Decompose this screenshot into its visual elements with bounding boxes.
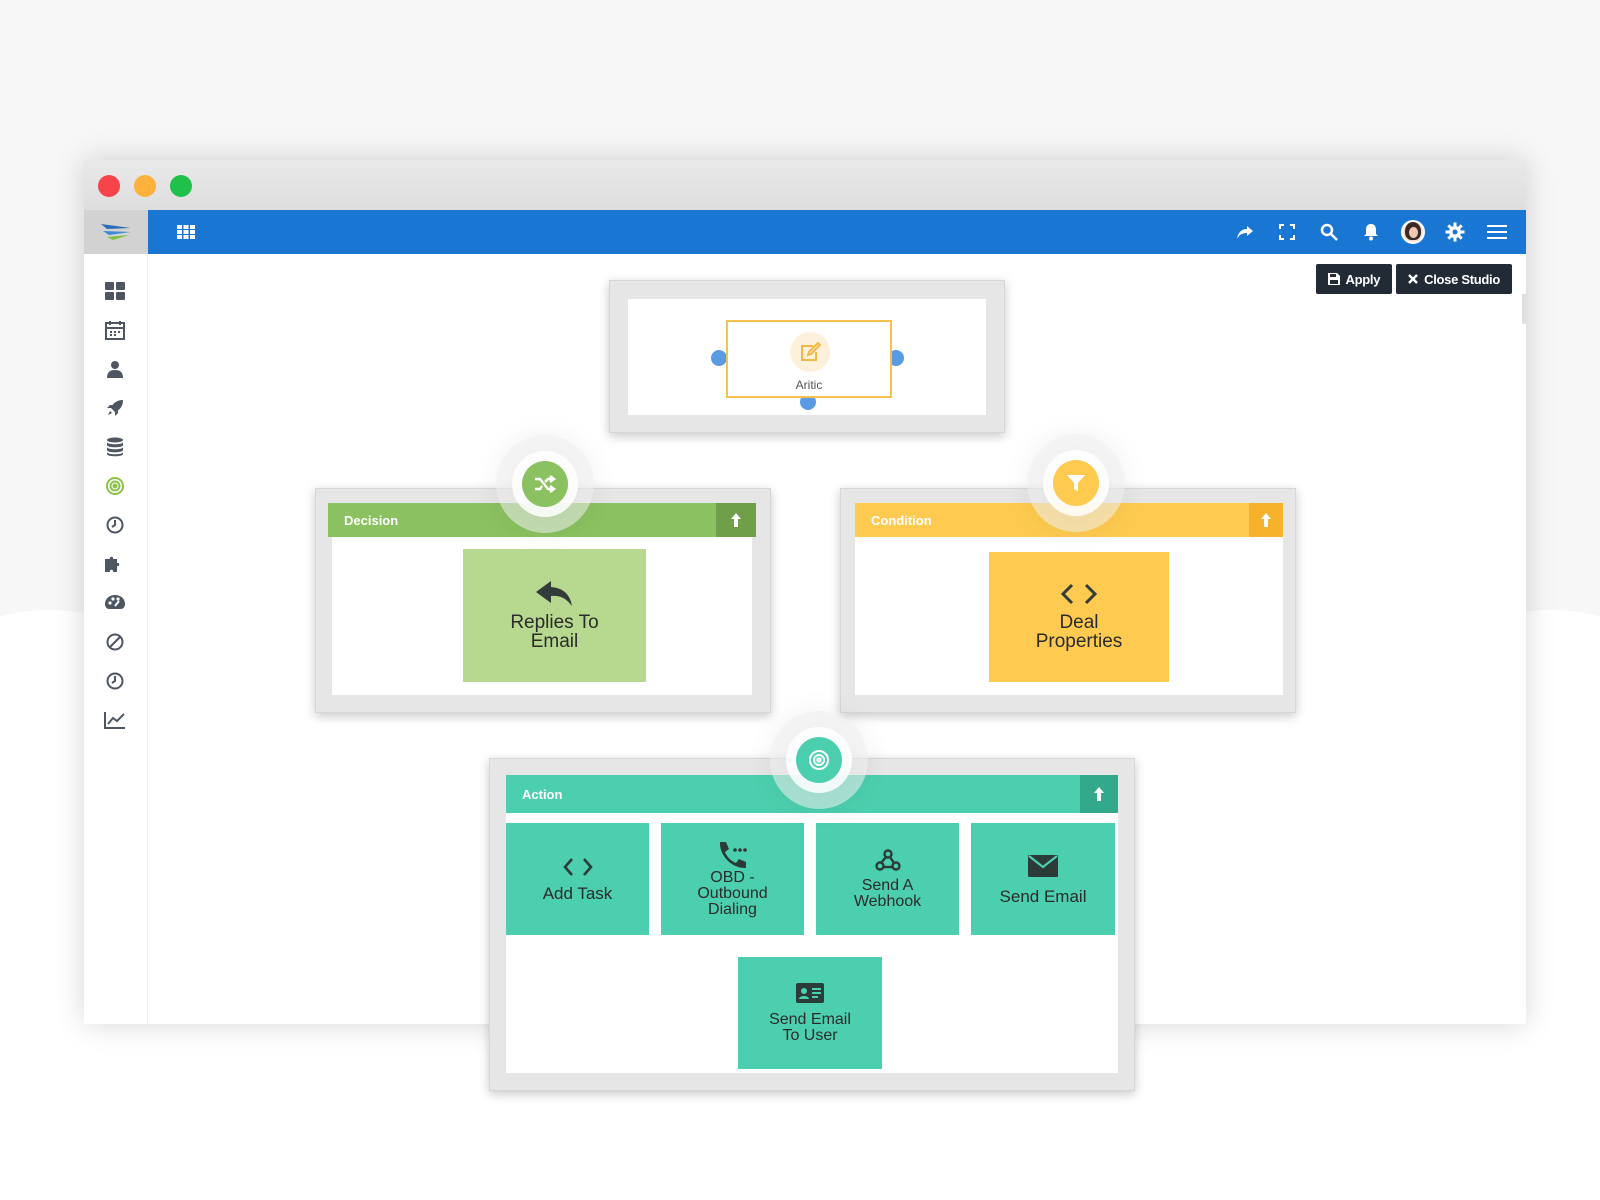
condition-panel: Condition Deal Properties bbox=[840, 488, 1296, 713]
collapse-up-icon bbox=[1094, 787, 1104, 801]
title-bar bbox=[84, 160, 1526, 210]
logo-icon bbox=[101, 224, 131, 240]
decision-collapse-button[interactable] bbox=[716, 503, 756, 537]
action-tile-send-email-to-user[interactable]: Send Email To User bbox=[738, 957, 882, 1069]
dashboard-icon[interactable] bbox=[102, 278, 128, 304]
apply-label: Apply bbox=[1345, 271, 1381, 287]
id-card-icon bbox=[796, 983, 824, 1003]
sidebar bbox=[84, 254, 148, 1024]
collapse-up-icon bbox=[1261, 513, 1271, 527]
reply-icon bbox=[535, 580, 572, 606]
condition-tile-label-1: Deal bbox=[1059, 612, 1099, 633]
source-left-handle[interactable] bbox=[711, 350, 727, 366]
source-node[interactable]: Aritic bbox=[726, 320, 892, 398]
condition-title: Condition bbox=[871, 512, 932, 528]
action-collapse-button[interactable] bbox=[1080, 775, 1118, 813]
share-icon[interactable] bbox=[1224, 210, 1266, 254]
canvas-scrollbar[interactable] bbox=[1522, 294, 1526, 324]
target-icon bbox=[809, 750, 829, 770]
bell-icon[interactable] bbox=[1350, 210, 1392, 254]
clock-icon[interactable] bbox=[102, 512, 128, 538]
action-tile-send-a-webhook[interactable]: Send A Webhook bbox=[816, 823, 959, 935]
source-right-handle[interactable] bbox=[888, 350, 904, 366]
webhook-icon bbox=[874, 849, 901, 871]
envelope-icon bbox=[1028, 854, 1058, 877]
history-icon[interactable] bbox=[102, 668, 128, 694]
decision-tile-label-1: Replies To bbox=[510, 611, 599, 633]
apps-grid-icon[interactable] bbox=[176, 222, 196, 242]
app-logo[interactable] bbox=[84, 210, 148, 254]
gear-icon[interactable] bbox=[1434, 210, 1476, 254]
close-studio-label: Close Studio bbox=[1424, 271, 1500, 287]
condition-collapse-button[interactable] bbox=[1249, 503, 1283, 537]
studio-actions: Apply Close Studio bbox=[1315, 264, 1512, 294]
edit-icon bbox=[801, 342, 821, 361]
ban-icon[interactable] bbox=[102, 629, 128, 655]
decision-tile-replies-to-email[interactable]: Replies To Email bbox=[463, 549, 646, 682]
close-window-button[interactable] bbox=[98, 175, 120, 197]
action-title: Action bbox=[522, 786, 563, 802]
top-icon-group bbox=[1224, 210, 1518, 254]
phone-icon bbox=[719, 842, 747, 869]
collapse-up-icon bbox=[731, 513, 741, 527]
condition-tile-deal-properties[interactable]: Deal Properties bbox=[989, 552, 1169, 682]
apply-button[interactable]: Apply bbox=[1315, 264, 1393, 294]
shuffle-icon bbox=[535, 475, 556, 493]
chart-line-icon[interactable] bbox=[102, 707, 128, 733]
fullscreen-icon[interactable] bbox=[1266, 210, 1308, 254]
action-tile-add-task[interactable]: Add Task bbox=[506, 823, 649, 935]
action-badge[interactable] bbox=[796, 737, 842, 783]
user-avatar[interactable] bbox=[1392, 210, 1434, 254]
puzzle-icon[interactable] bbox=[102, 551, 128, 577]
calendar-icon[interactable] bbox=[102, 317, 128, 343]
source-bottom-handle[interactable] bbox=[800, 394, 816, 410]
source-label: Aritic bbox=[795, 378, 823, 392]
action-tile-send-email[interactable]: Send Email bbox=[971, 823, 1115, 935]
action-tile-label: Webhook bbox=[853, 893, 922, 910]
action-tile-label: Send Email bbox=[999, 886, 1087, 906]
rocket-icon[interactable] bbox=[102, 395, 128, 421]
palette-icon[interactable] bbox=[102, 590, 128, 616]
action-tile-label: Dialing bbox=[708, 901, 757, 918]
action-tile-label: Add Task bbox=[542, 883, 613, 903]
code-icon bbox=[1060, 583, 1098, 605]
top-navigation-bar bbox=[148, 210, 1526, 254]
action-tile-label: Outbound bbox=[697, 885, 768, 902]
action-panel: Action Add Task OBD - Outbound Dialing S… bbox=[489, 758, 1135, 1091]
source-icon-wrap bbox=[790, 332, 830, 372]
condition-tile-label-2: Properties bbox=[1035, 631, 1123, 652]
action-tile-obd-outbound-dialing[interactable]: OBD - Outbound Dialing bbox=[661, 823, 804, 935]
condition-badge[interactable] bbox=[1053, 460, 1099, 506]
decision-panel: Decision Replies To Email bbox=[315, 488, 771, 713]
avatar bbox=[1401, 220, 1425, 244]
action-tile-label: OBD - bbox=[710, 869, 755, 886]
database-icon[interactable] bbox=[102, 434, 128, 460]
search-icon[interactable] bbox=[1308, 210, 1350, 254]
action-tile-label: Send A bbox=[861, 877, 914, 894]
action-tile-label: Send Email bbox=[769, 1011, 851, 1028]
decision-tile-label-2: Email bbox=[530, 630, 579, 652]
filter-icon bbox=[1067, 475, 1085, 491]
close-studio-button[interactable]: Close Studio bbox=[1396, 264, 1512, 294]
target-icon[interactable] bbox=[102, 473, 128, 499]
user-icon[interactable] bbox=[102, 356, 128, 382]
close-icon bbox=[1408, 274, 1418, 284]
menu-icon[interactable] bbox=[1476, 210, 1518, 254]
minimize-window-button[interactable] bbox=[134, 175, 156, 197]
maximize-window-button[interactable] bbox=[170, 175, 192, 197]
condition-header: Condition bbox=[855, 503, 1283, 537]
code-icon bbox=[562, 857, 593, 876]
action-tile-label: To User bbox=[782, 1027, 838, 1044]
decision-title: Decision bbox=[344, 512, 399, 528]
decision-header: Decision bbox=[328, 503, 756, 537]
save-icon bbox=[1327, 273, 1340, 285]
flow-canvas: Apply Close Studio bbox=[148, 254, 1526, 1024]
decision-badge[interactable] bbox=[522, 461, 568, 507]
